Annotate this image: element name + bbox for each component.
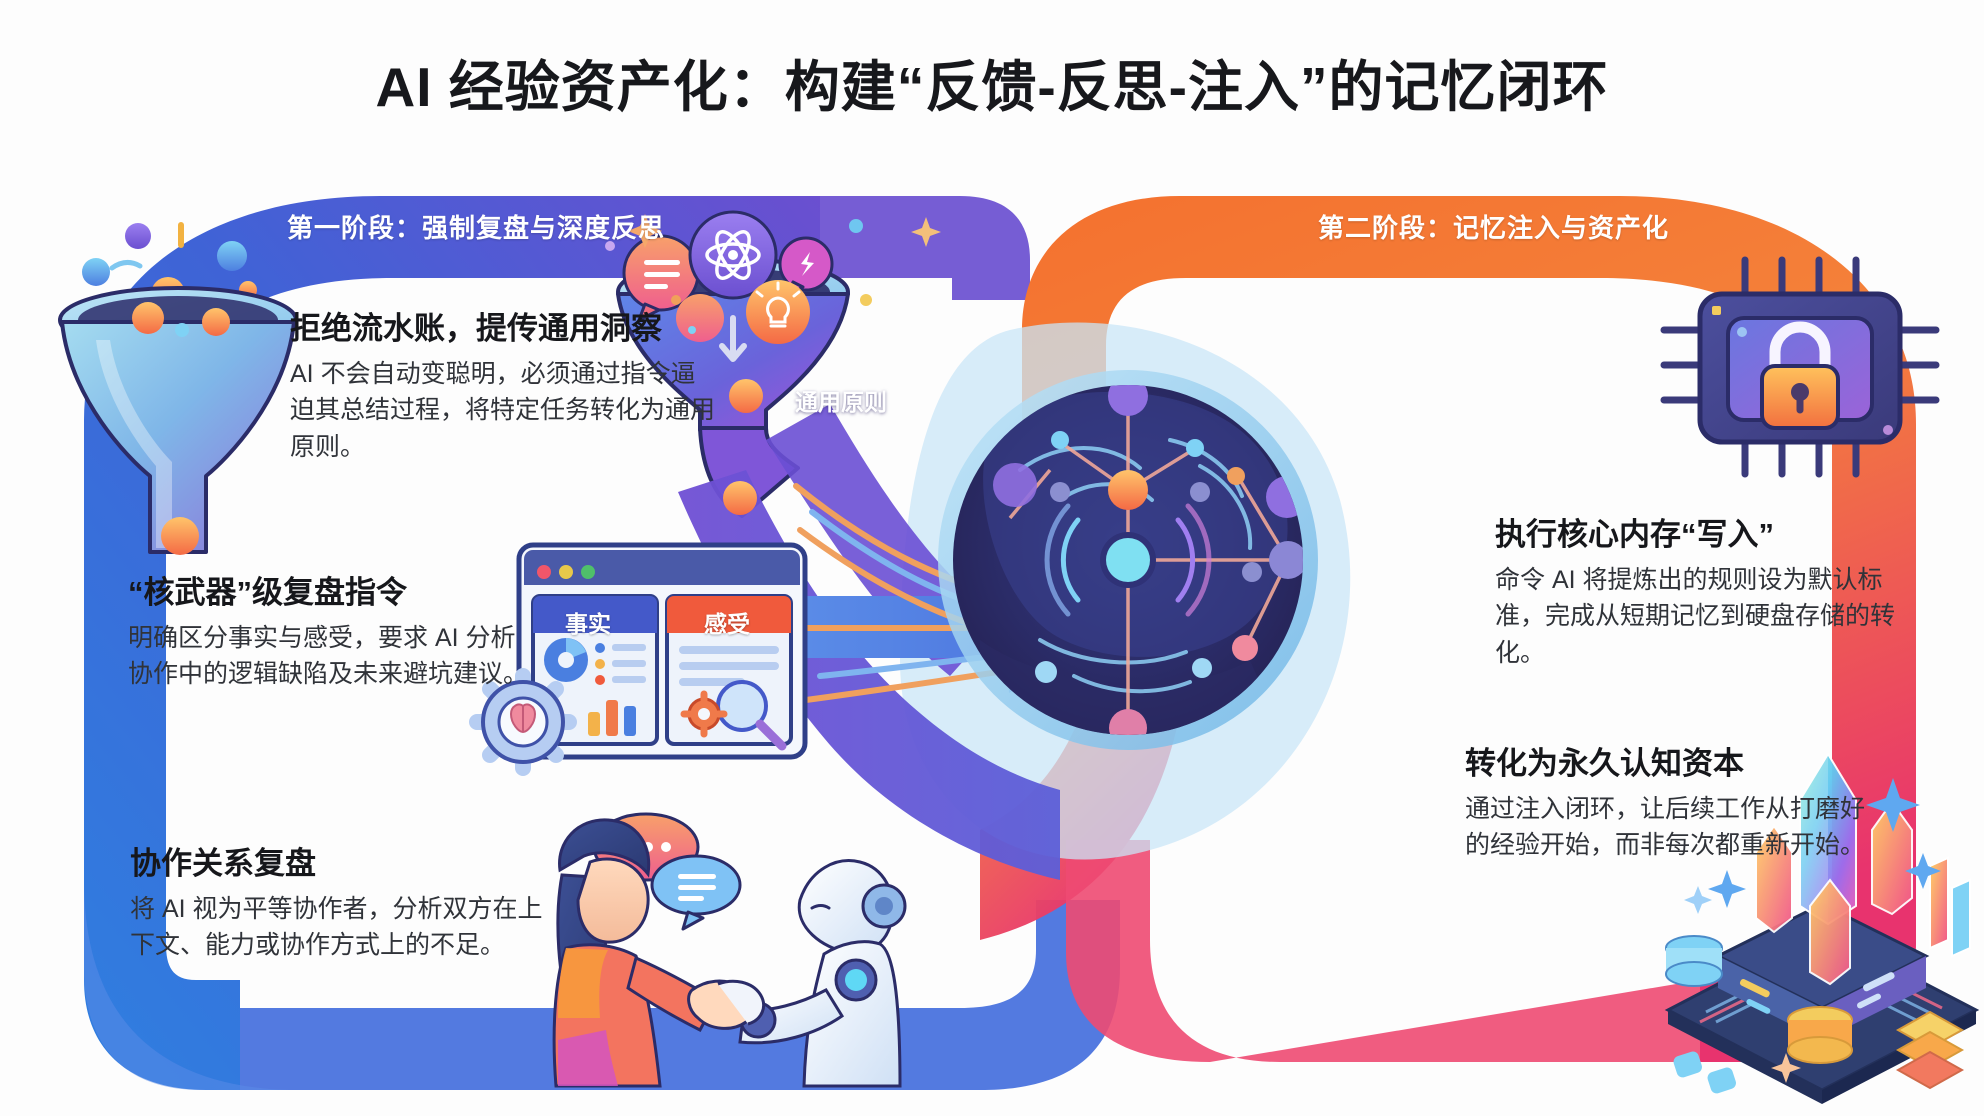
text-block-nuclear-review-command: “核武器”级复盘指令 明确区分事实与感受，要求 AI 分析协作中的逻辑缺陷及未来… bbox=[128, 574, 528, 693]
text-block-reject-running-account: 拒绝流水账，提传通用洞察 AI 不会自动变聪明，必须通过指令逼迫其总结过程，将特… bbox=[290, 310, 720, 465]
page-title: AI 经验资产化：构建“反馈-反思-注入”的记忆闭环 bbox=[375, 56, 1609, 118]
text-block-permanent-cognitive-capital: 转化为永久认知资本 通过注入闭环，让后续工作从打磨好的经验开始，而非每次都重新开… bbox=[1465, 745, 1865, 864]
stage-1-banner-label: 第一阶段：强制复盘与深度反思 bbox=[287, 213, 666, 243]
human-robot-handshake-icon bbox=[552, 812, 907, 1088]
block-heading: 协作关系复盘 bbox=[130, 846, 316, 881]
block-heading: 转化为永久认知资本 bbox=[1465, 746, 1744, 781]
block-heading: 执行核心内存“写入” bbox=[1495, 517, 1774, 552]
browser-tab-label-feeling: 感受 bbox=[704, 611, 750, 637]
block-heading: “核武器”级复盘指令 bbox=[128, 575, 407, 610]
funnel-label: 通用原则 bbox=[795, 389, 887, 415]
brain-network-icon bbox=[938, 370, 1318, 750]
crystal-data-asset-icon bbox=[1664, 752, 1980, 1104]
block-body: 将 AI 视为平等协作者，分析双方在上下文、能力或协作方式上的不足。 bbox=[130, 894, 543, 960]
browser-tab-label-fact: 事实 bbox=[565, 611, 611, 637]
block-body: 命令 AI 将提炼出的规则设为默认标准，完成从短期记忆到硬盘存储的转化。 bbox=[1495, 565, 1896, 667]
stage-2-banner-label: 第二阶段：记忆注入与资产化 bbox=[1318, 213, 1670, 243]
block-body: AI 不会自动变聪明，必须通过指令逼迫其总结过程，将特定任务转化为通用原则。 bbox=[290, 359, 716, 461]
text-block-core-memory-write: 执行核心内存“写入” 命令 AI 将提炼出的规则设为默认标准，完成从短期记忆到硬… bbox=[1495, 516, 1915, 671]
chip-lock-icon bbox=[1660, 256, 1940, 478]
analysis-browser-card bbox=[469, 542, 808, 776]
block-body: 明确区分事实与感受，要求 AI 分析协作中的逻辑缺陷及未来避坑建议。 bbox=[128, 623, 529, 689]
block-heading: 拒绝流水账，提传通用洞察 bbox=[290, 311, 662, 346]
block-body: 通过注入闭环，让后续工作从打磨好的经验开始，而非每次都重新开始。 bbox=[1465, 794, 1866, 860]
funnel-icon bbox=[58, 222, 298, 555]
text-block-collaboration-review: 协作关系复盘 将 AI 视为平等协作者，分析双方在上下文、能力或协作方式上的不足… bbox=[130, 845, 550, 964]
